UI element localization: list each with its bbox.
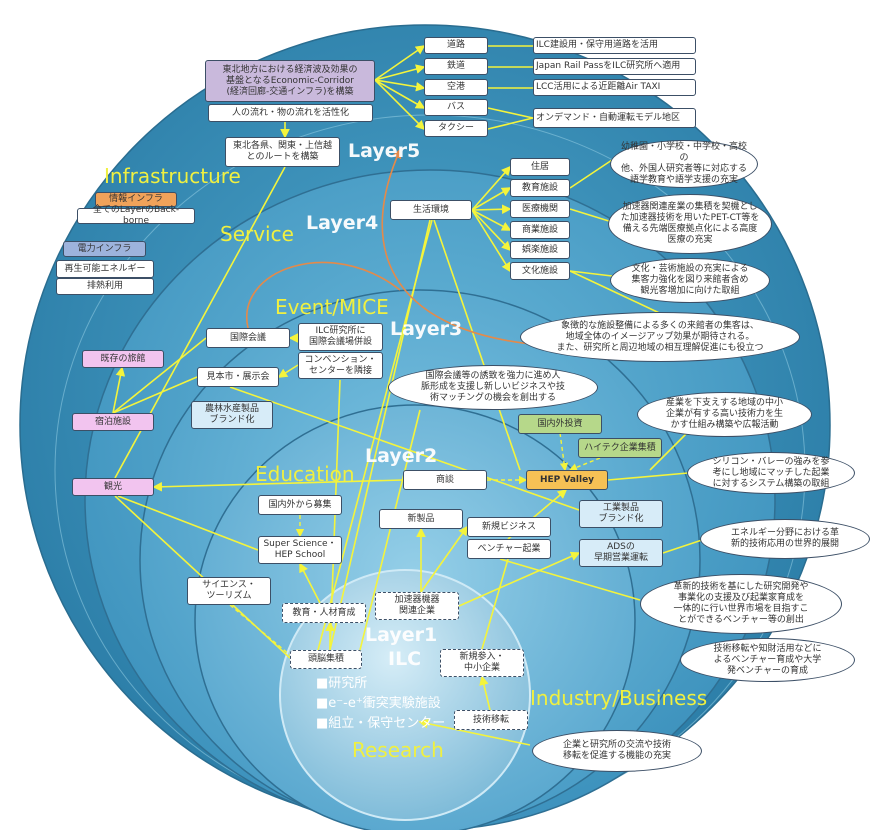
layer2-label: Layer2 — [365, 445, 438, 467]
convention-box: コンベンション・ センターを隣接 — [298, 352, 383, 379]
lodging-box: 宿泊施設 — [72, 413, 154, 431]
science-tourism-box: サイエンス・ ツーリズム — [187, 577, 271, 605]
hr-development-box: 教育・人材育成 — [282, 603, 366, 623]
transport-note: オンデマンド・自動運転モデル地区 — [533, 108, 696, 128]
flow-box: 人の流れ・物の流れを活性化 — [208, 104, 373, 122]
living-item: 商業施設 — [510, 221, 570, 239]
transport-note: ILC建設用・保守用道路を活用 — [533, 37, 696, 54]
layer3-label: Layer3 — [390, 318, 463, 340]
industry-note: シリコン・バレーの強みを参 考にし地域にマッチした起業 に対するシステム構築の取… — [687, 452, 855, 494]
domain-industry: Industry/Business — [530, 686, 708, 710]
new-business-box: 新規ビジネス — [467, 517, 551, 537]
ilc-hall-box: ILC研究所に 国際会議場併設 — [298, 323, 383, 351]
ilc-facility: ■研究所 — [316, 676, 368, 691]
living-item: 娯楽施設 — [510, 241, 570, 259]
hep-school-box: Super Science・ HEP School — [258, 536, 342, 564]
recruit-box: 国内外から募集 — [258, 495, 342, 515]
living-item: 文化施設 — [510, 262, 570, 280]
economic-corridor-box: 東北地方における経済波及効果の 基盤となるEconomic-Corridor (… — [205, 60, 375, 102]
transport-note: LCC活用による近距離Air TAXI — [533, 79, 696, 96]
mode-road: 道路 — [424, 37, 488, 54]
hep-valley-box: HEP Valley — [526, 470, 608, 490]
living-note: 象徴的な施設整備による多くの来館者の集客は、 地域全体のイメージアップ効果が期待… — [520, 312, 800, 362]
mode-bus: バス — [424, 99, 488, 116]
transport-note: Japan Rail PassをILC研究所へ適用 — [533, 58, 696, 75]
new-product-box: 新製品 — [379, 509, 463, 529]
layer1-circle — [279, 569, 531, 821]
power-infra-box: 電力インフラ — [63, 241, 146, 257]
venture-box: ベンチャー起業 — [467, 539, 551, 559]
research-note: 企業と研究所の交流や技術 移転を促進する機能の充実 — [532, 730, 702, 772]
brain-cluster-box: 頭脳集積 — [290, 650, 362, 669]
living-note: 幼稚園・小学校・中学校・高校の 他、外国人研究者等に対応する 語学教育や語学支援… — [610, 140, 758, 188]
mice-note: 国際会議等の誘致を強力に進め人 脈形成を支援し新しいビジネスや技 術マッチングの… — [388, 365, 598, 410]
tech-transfer-box: 技術移転 — [454, 710, 528, 730]
mode-rail: 鉄道 — [424, 58, 488, 75]
industry-note: エネルギー分野における革 新的技術応用の世界的展開 — [700, 519, 870, 559]
layer1-label: Layer1 — [365, 624, 438, 646]
renewable-box: 再生可能エネルギー — [56, 260, 154, 278]
domain-event: Event/MICE — [275, 295, 389, 319]
ads-box: ADSの 早期営業運転 — [579, 539, 663, 567]
living-item: 住居 — [510, 158, 570, 176]
layer1-sublabel: ILC — [388, 648, 422, 670]
industry-note: 産業を下支えする地域の中小 企業が有する高い技術力を生 かす仕組み構築や広報活動 — [637, 392, 812, 437]
feedback-arrows — [245, 148, 541, 346]
accelerator-company-box: 加速器機器 関連企業 — [375, 592, 459, 620]
domain-education: Education — [255, 462, 355, 486]
mode-taxi: タクシー — [424, 120, 488, 137]
living-environment-box: 生活環境 — [390, 200, 472, 220]
agri-brand-box: 農林水産製品 ブランド化 — [191, 401, 273, 429]
industry-note: 革新的技術を基にした研究開発や 事業化の支援及び起業家育成を 一体的に行い世界市… — [640, 574, 842, 634]
ilc-facility: ■組立・保守センター — [316, 716, 446, 731]
industry-note: 技術移転や知財活用などに よるベンチャー育成や大学 発ベンチャーの育成 — [680, 638, 855, 682]
living-item: 教育施設 — [510, 179, 570, 197]
living-note: 加速器関連産業の集積を契機とし た加速器技術を用いたPET-CT等を 備える先端… — [608, 194, 772, 254]
layer5-label: Layer5 — [348, 140, 421, 162]
info-infra-box: 情報インフラ — [95, 192, 177, 207]
connector-lines — [112, 45, 703, 746]
hitech-box: ハイテク企業集積 — [578, 438, 662, 458]
negotiation-box: 商談 — [403, 470, 487, 490]
ryokan-box: 既存の旅館 — [82, 350, 164, 368]
domain-infrastructure: Infrastructure — [104, 164, 241, 188]
living-note: 文化・芸術施設の充実による 集客力強化を図り来館者含め 観光客増加に向けた取組 — [610, 258, 770, 303]
route-box: 東北各県、関東・上信越 とのルートを構築 — [225, 137, 340, 167]
layer4-label: Layer4 — [306, 212, 379, 234]
domain-research: Research — [352, 738, 444, 762]
fair-box: 見本市・展示会 — [197, 367, 279, 387]
sme-entry-box: 新規参入・ 中小企業 — [440, 649, 524, 677]
investment-box: 国内外投資 — [518, 414, 602, 434]
tourism-box: 観光 — [72, 478, 154, 496]
ilc-facility: ■e⁻-e⁺衝突実験施設 — [316, 696, 441, 711]
living-item: 医療機関 — [510, 200, 570, 218]
domain-service: Service — [220, 222, 294, 246]
conference-box: 国際会議 — [206, 328, 290, 348]
heat-box: 排熱利用 — [56, 278, 154, 295]
industrial-brand-box: 工業製品 ブランド化 — [579, 500, 663, 528]
backbone-box: 全てのLayerのBack-borne — [77, 205, 195, 226]
mode-airport: 空港 — [424, 79, 488, 96]
